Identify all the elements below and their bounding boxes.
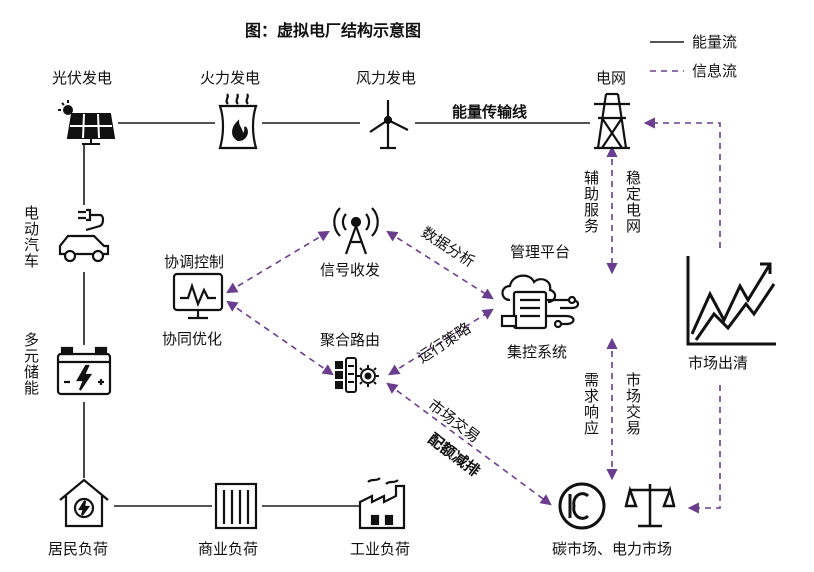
node-aggregation-label: 聚合路由: [320, 331, 381, 349]
battery-storage-icon: [56, 346, 112, 396]
node-industrial-label: 工业负荷: [350, 540, 411, 558]
market-chart-icon: [686, 256, 776, 346]
info-line-coord-agg: [226, 300, 334, 376]
solar-panel-icon: [58, 100, 116, 145]
node-market-clearing-label: 市场出清: [688, 354, 749, 372]
wind-turbine-icon: [369, 100, 409, 150]
edge-demand-response-label: 需求响应: [582, 372, 600, 436]
factory-icon: [358, 477, 406, 530]
node-mgmt-platform-label: 管理平台: [510, 243, 571, 261]
office-building-icon: [214, 482, 258, 530]
info-line-agg-market: [386, 382, 552, 506]
legend-energy-label: 能量流: [692, 33, 738, 51]
legend: [650, 41, 684, 72]
cloud-server-icon: [500, 274, 580, 330]
node-thermal-label: 火力发电: [200, 69, 261, 87]
edge-stabilize-grid-label: 稳定电网: [624, 170, 642, 234]
electric-car-icon: [58, 208, 110, 263]
thermal-plant-icon: [218, 93, 258, 150]
node-storage-label: 多元储能: [22, 332, 40, 396]
info-line-clearing-grid: [643, 117, 721, 248]
node-coord-control-label: 协调控制: [164, 253, 225, 271]
info-lines: [226, 117, 721, 514]
energy-lines: [83, 122, 590, 507]
carbon-market-icon: [558, 482, 606, 530]
edge-transmission-label: 能量传输线: [452, 103, 528, 121]
node-ev-label: 电动汽车: [22, 205, 40, 269]
edge-market-trade-vertical-label: 市场交易: [624, 372, 642, 436]
figure-title: 图：虚拟电厂结构示意图: [245, 21, 422, 40]
transmission-tower-icon: [594, 92, 630, 150]
node-solar-label: 光伏发电: [52, 69, 113, 87]
node-coord-opt-label: 协同优化: [162, 330, 223, 348]
legend-info-label: 信息流: [692, 62, 738, 80]
router-gear-icon: [335, 357, 379, 393]
node-grid-label: 电网: [596, 69, 627, 87]
antenna-icon: [333, 207, 379, 255]
monitor-icon: [172, 272, 224, 320]
edge-aux-service-label: 辅助服务: [582, 170, 600, 234]
node-signal-label: 信号收发: [320, 261, 381, 279]
scale-icon: [624, 484, 676, 528]
node-central-control-label: 集控系统: [507, 343, 568, 361]
info-line-signal-coord: [226, 230, 330, 294]
node-carbon-power-market-label: 碳市场、电力市场: [552, 540, 673, 558]
info-line-clearing-market: [687, 385, 721, 514]
node-residential-label: 居民负荷: [48, 540, 109, 558]
info-line-agg-platform: [388, 308, 494, 376]
node-wind-label: 风力发电: [356, 69, 417, 87]
house-icon: [59, 478, 109, 528]
info-line-signal-platform: [386, 230, 494, 300]
node-commercial-label: 商业负荷: [198, 540, 259, 558]
